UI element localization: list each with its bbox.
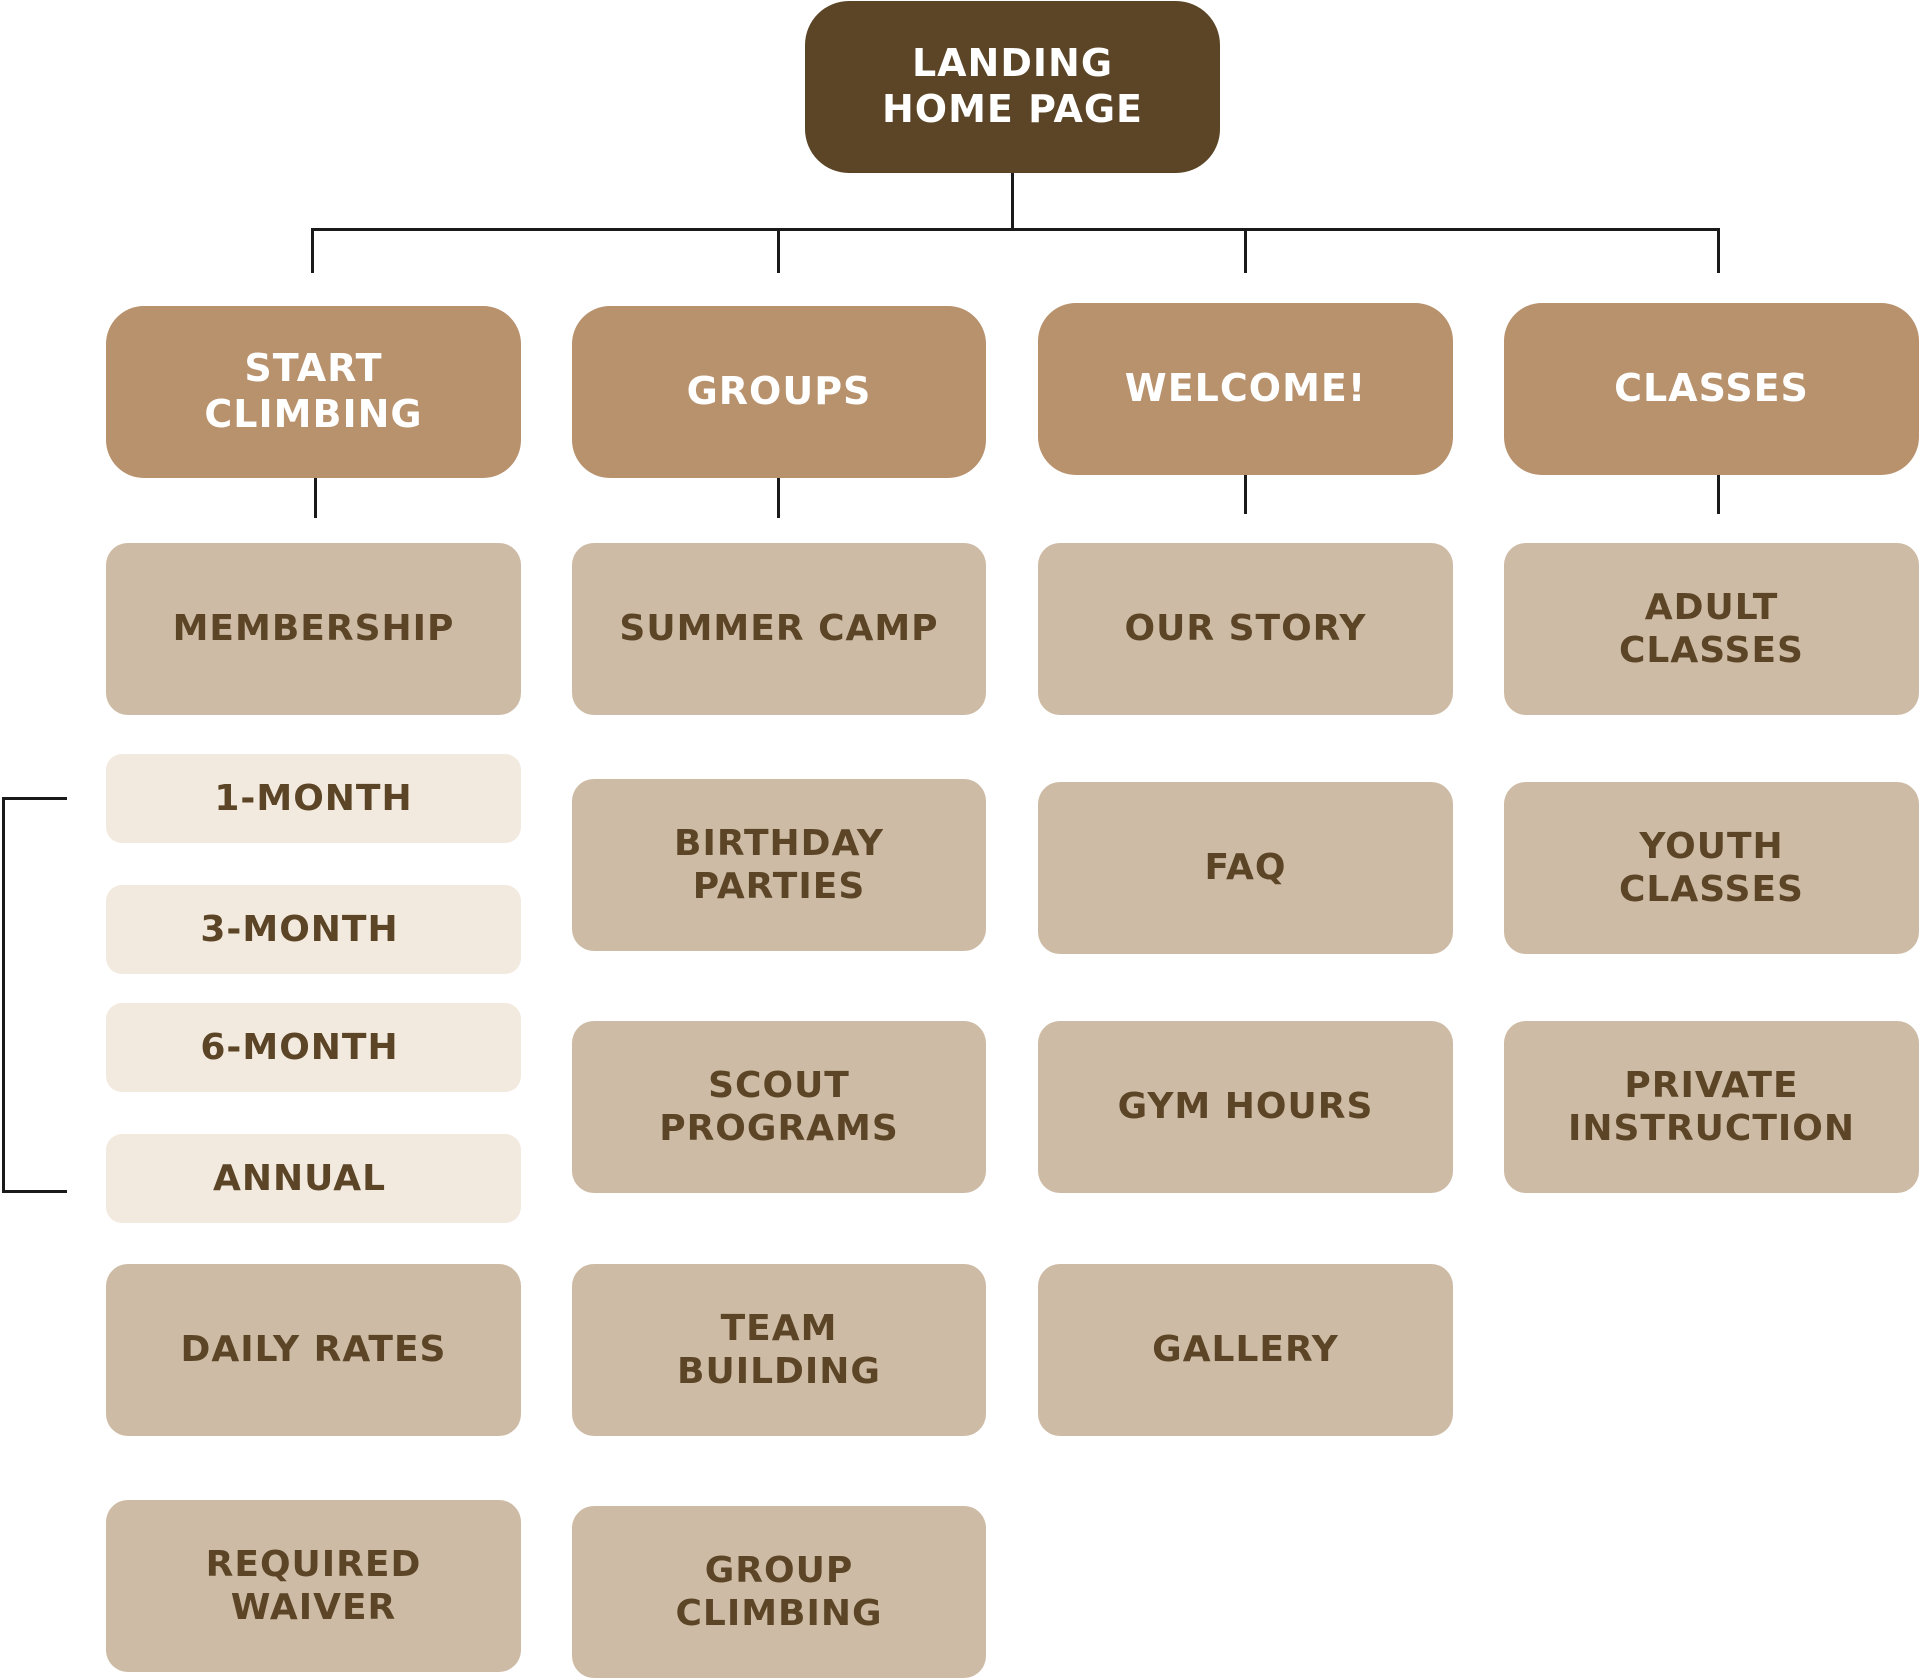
landing-home-page-node: LANDING HOME PAGE [805,1,1220,173]
start-climbing-node: START CLIMBING [106,306,521,478]
membership-option-annual: ANNUAL [106,1134,521,1223]
faq-node: FAQ [1038,782,1453,954]
adult-classes-node: ADULT CLASSES [1504,543,1919,715]
membership-option-3-month: 3-MONTH [106,885,521,974]
classes-node: CLASSES [1504,303,1919,475]
membership-option-6-month: 6-MONTH [106,1003,521,1092]
our-story-node: OUR STORY [1038,543,1453,715]
stem-start-climbing [314,478,317,518]
summer-camp-node: SUMMER CAMP [572,543,986,715]
membership-option-1-month: 1-MONTH [106,754,521,843]
drop-line-classes [1717,228,1720,273]
membership-bracket-vertical [2,797,5,1193]
header-bus-line [311,228,1720,231]
team-building-node: TEAM BUILDING [572,1264,986,1436]
welcome-node: WELCOME! [1038,303,1453,475]
stem-groups [777,478,780,518]
drop-line-groups [777,228,780,273]
groups-node: GROUPS [572,306,986,478]
youth-classes-node: YOUTH CLASSES [1504,782,1919,954]
gallery-node: GALLERY [1038,1264,1453,1436]
membership-bracket-top [2,797,67,800]
membership-bracket-bottom [2,1190,67,1193]
scout-programs-node: SCOUT PROGRAMS [572,1021,986,1193]
membership-node: MEMBERSHIP [106,543,521,715]
stem-classes [1717,474,1720,514]
drop-line-welcome [1244,228,1247,273]
gym-hours-node: GYM HOURS [1038,1021,1453,1193]
birthday-parties-node: BIRTHDAY PARTIES [572,779,986,951]
required-waiver-node: REQUIRED WAIVER [106,1500,521,1672]
daily-rates-node: DAILY RATES [106,1264,521,1436]
private-instruction-node: PRIVATE INSTRUCTION [1504,1021,1919,1193]
stem-welcome [1244,474,1247,514]
group-climbing-node: GROUP CLIMBING [572,1506,986,1678]
drop-line-start-climbing [311,228,314,273]
root-connector [1011,172,1014,230]
